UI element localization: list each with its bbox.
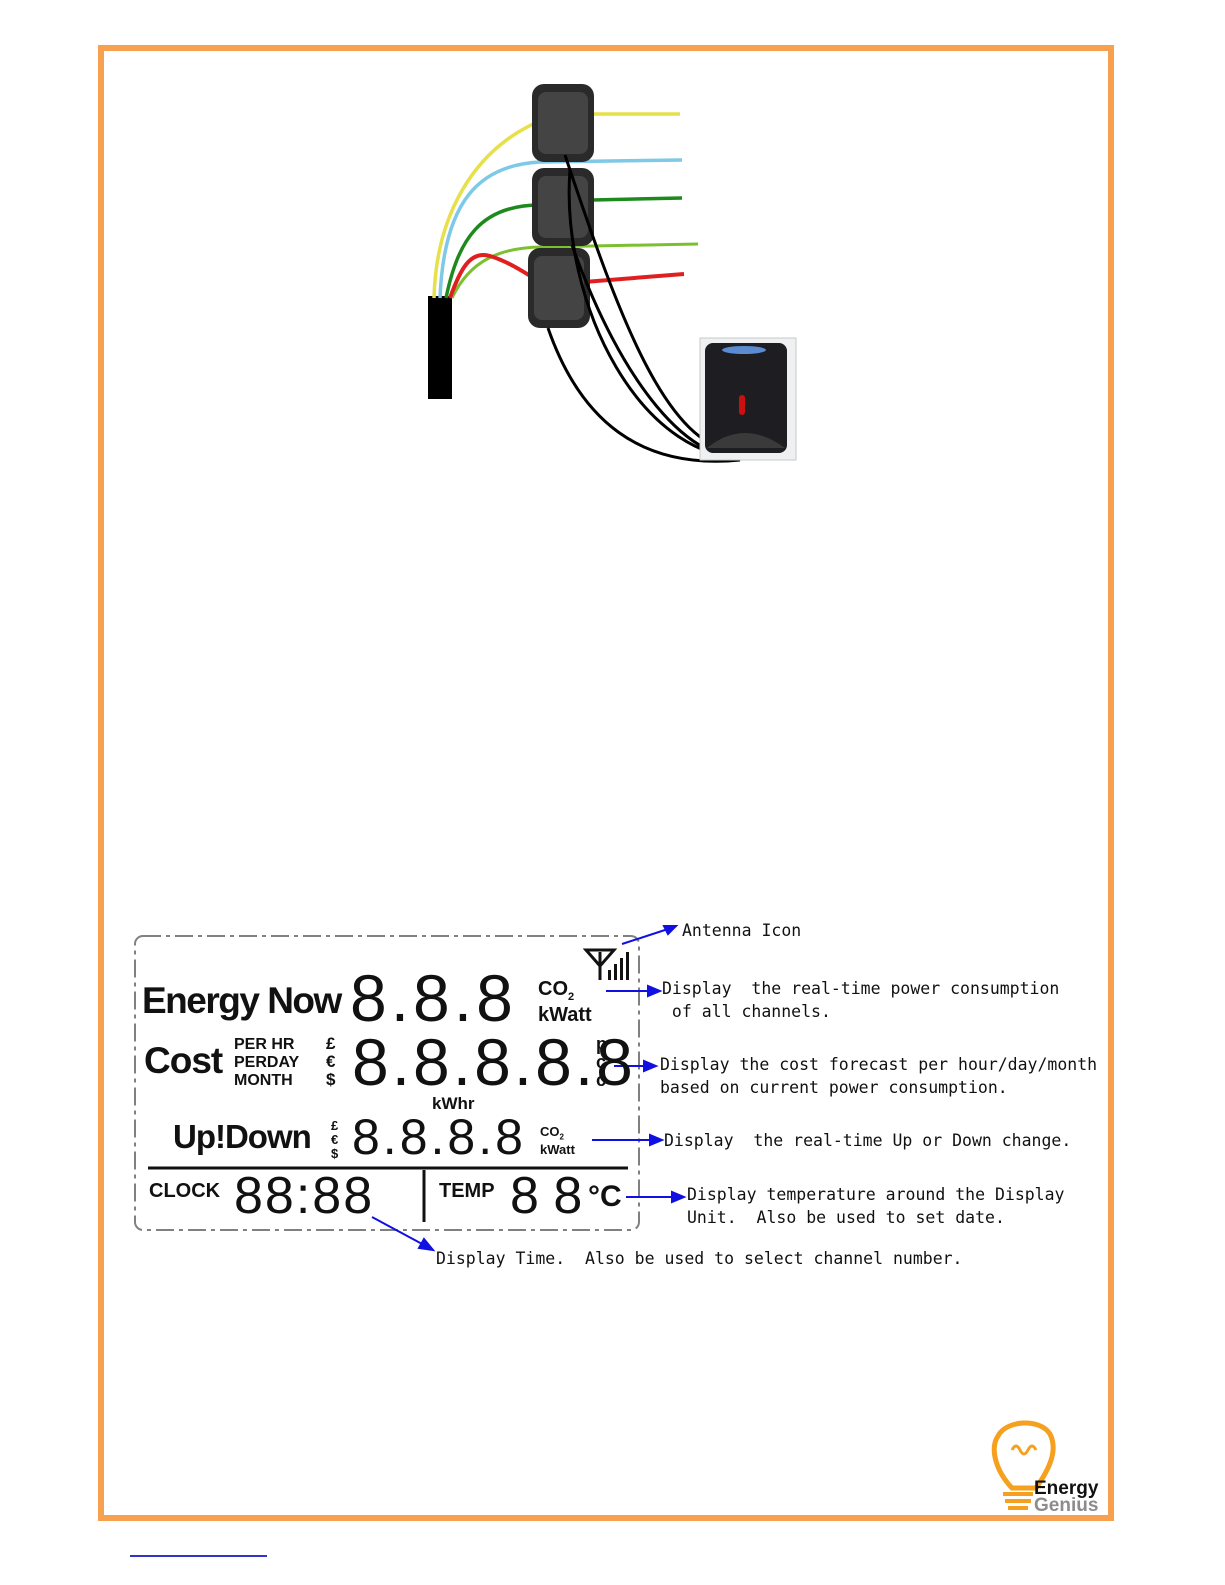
annotation-clock: Display Time. Also be used to select cha… <box>436 1249 963 1268</box>
cost-digits: 8.8.8.8.8 <box>352 1025 636 1099</box>
antenna-icon <box>582 948 629 980</box>
annotation-cost: Display the cost forecast per hour/day/m… <box>660 1055 1098 1097</box>
kwatt-label-top: kWatt <box>538 1004 592 1026</box>
page-border <box>98 45 1114 1521</box>
transmitter-unit <box>699 337 797 461</box>
transmitter-led <box>739 395 745 415</box>
brand-line-energy: Energy <box>1034 1478 1099 1499</box>
green-wire <box>444 203 541 299</box>
red-wire <box>448 252 542 299</box>
lcd-outline <box>134 935 640 1231</box>
main-cable <box>428 296 452 399</box>
cost-unit-p: p <box>596 1034 607 1054</box>
currency-euro-2: € <box>331 1132 339 1147</box>
clamp-sensor-2 <box>532 168 594 246</box>
yellow-wire <box>432 118 543 299</box>
annotation-temp: Display temperature around the Display U… <box>687 1185 1065 1227</box>
currency-pound-2: £ <box>331 1118 339 1133</box>
cost-unit-c1: c <box>596 1052 607 1072</box>
cost-unit-c2: c <box>596 1070 607 1090</box>
callout-arrows <box>371 925 687 1252</box>
co2-label-bottom: CO2 <box>540 1124 564 1142</box>
currency-euro: € <box>326 1052 336 1071</box>
cost-label: Cost <box>144 1040 223 1081</box>
footer-link-underline <box>130 1555 267 1557</box>
currency-dollar-2: $ <box>331 1146 339 1161</box>
brand-line-genius: Genius <box>1034 1495 1099 1516</box>
temp-unit: °C <box>588 1180 622 1213</box>
lightbulb-icon <box>991 1420 1056 1491</box>
annotation-energy-now: Display the real-time power consumption … <box>662 979 1060 1021</box>
currency-pound: £ <box>326 1034 336 1053</box>
temp-label: TEMP <box>439 1180 495 1202</box>
annotation-updown: Display the real-time Up or Down change. <box>664 1131 1072 1150</box>
temp-digits: 8 8 <box>510 1167 583 1225</box>
period-label-day: PERDAY <box>234 1054 300 1071</box>
updown-digits: 8.8.8.8 <box>352 1109 526 1165</box>
blue-wire <box>438 158 683 299</box>
currency-dollar: $ <box>326 1070 336 1089</box>
period-label-month: MONTH <box>234 1072 293 1089</box>
kwhr-label: kWhr <box>432 1094 475 1113</box>
period-label-hr: PER HR <box>234 1036 295 1053</box>
clamp-sensor-3 <box>528 248 590 328</box>
annotation-antenna: Antenna Icon <box>682 921 802 940</box>
energy-now-digits: 8.8.8 <box>350 961 517 1035</box>
co2-label-top: CO2 <box>538 978 575 1003</box>
energy-now-label: Energy Now <box>142 980 342 1021</box>
clock-digits: 88:88 <box>234 1167 375 1225</box>
clamp-sensor-1 <box>532 84 594 162</box>
updown-label: Up!Down <box>173 1118 312 1155</box>
clock-label: CLOCK <box>149 1180 221 1202</box>
kwatt-label-bottom: kWatt <box>540 1142 575 1157</box>
